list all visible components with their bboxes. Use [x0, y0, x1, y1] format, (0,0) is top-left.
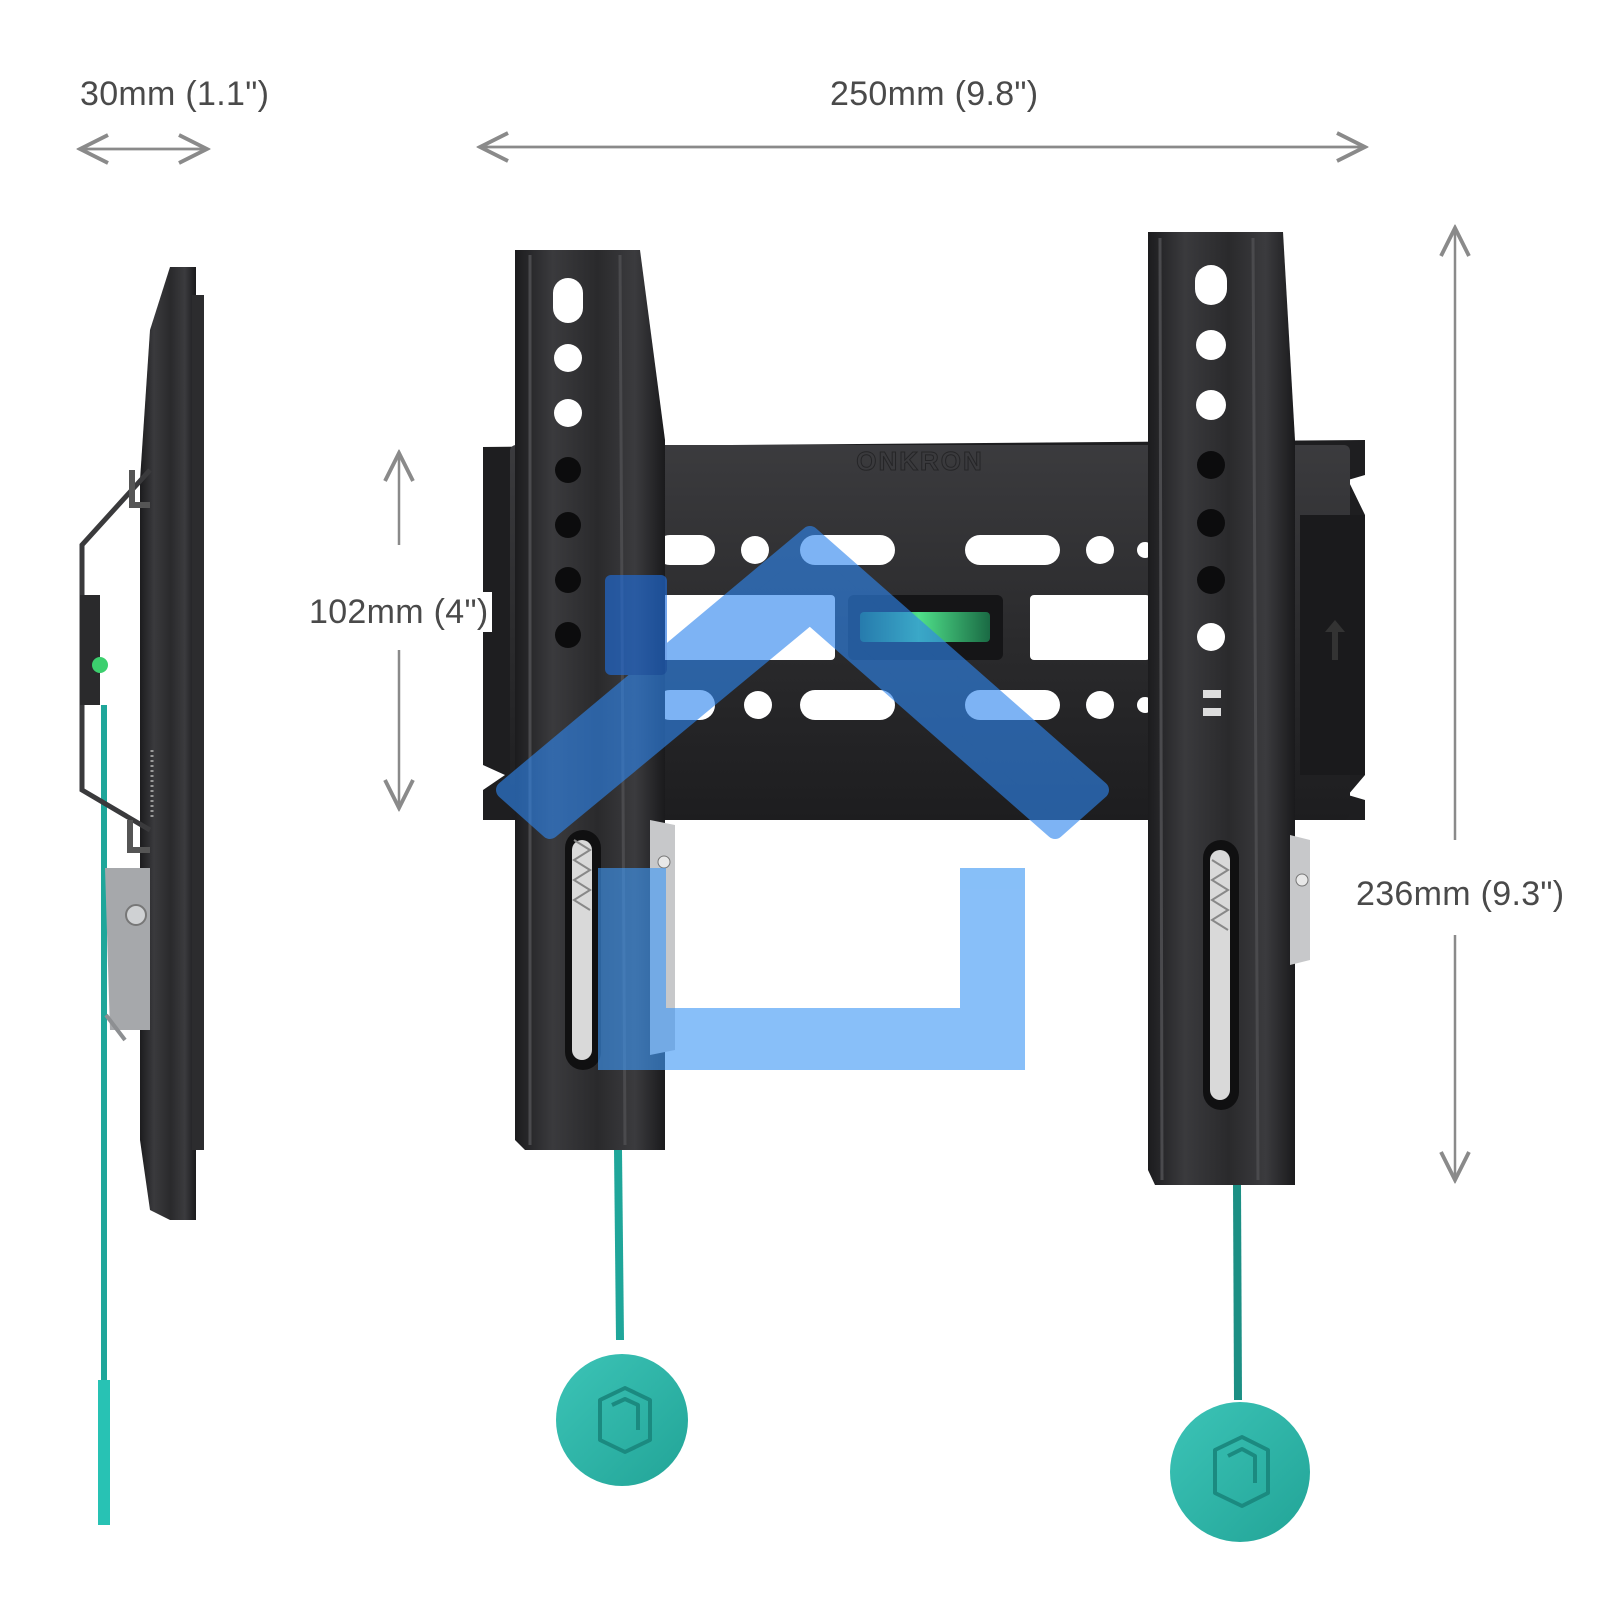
- side-view-bracket: [79, 267, 204, 1525]
- vesa-spacing-dimension-label: 102mm (4"): [305, 592, 493, 632]
- width-dimension-label: 250mm (9.8"): [826, 74, 1043, 114]
- left-pull-tab: [556, 1354, 688, 1486]
- left-pull-cord: [614, 1149, 624, 1341]
- right-pull-cord: [1233, 1184, 1242, 1401]
- right-vertical-arm: [1148, 232, 1310, 1185]
- thickness-dimension-label: 30mm (1.1"): [76, 74, 274, 114]
- brand-embossing: ONKRON: [856, 446, 984, 476]
- right-pull-tab: [1170, 1402, 1310, 1542]
- logo-watermark: [496, 526, 1109, 1070]
- dimension-lines: [80, 147, 1455, 1180]
- height-dimension-label: 236mm (9.3"): [1352, 874, 1569, 914]
